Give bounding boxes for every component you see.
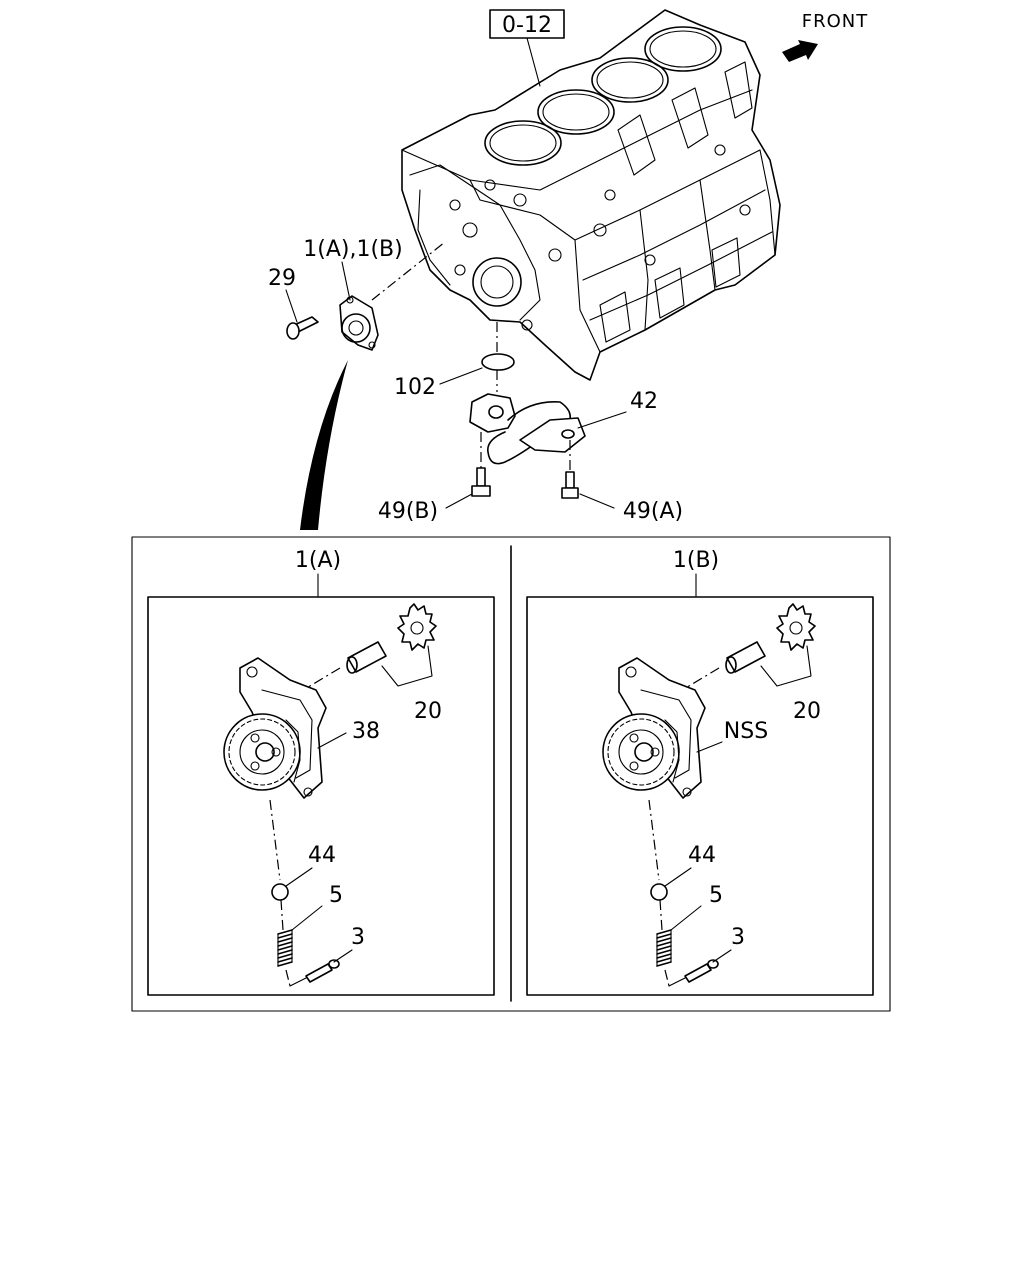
leader-49a (579, 493, 615, 509)
panel-a-drive-gear[interactable] (397, 603, 437, 651)
panel-b-leader-spring (670, 905, 702, 931)
reference-box[interactable]: 0-12 (489, 9, 565, 39)
leader-assembly (341, 261, 351, 301)
panel-b-valve-centerline-3 (664, 969, 670, 987)
label-assembly-ref: 1(A),1(B) (303, 237, 402, 262)
label-49b: 49(B) (378, 499, 438, 524)
panel-a-valve-centerline (269, 799, 281, 881)
panel-a-label-pin: 3 (351, 925, 365, 950)
panel-b-spring[interactable] (656, 929, 672, 967)
panel-b-pin[interactable] (684, 959, 719, 983)
bolt-49a[interactable] (561, 471, 579, 499)
leader-29 (285, 289, 298, 323)
panel-a-leader-spring (291, 905, 323, 931)
bolt-29[interactable] (286, 316, 319, 340)
label-29: 29 (268, 266, 296, 291)
label-42: 42 (630, 389, 658, 414)
panel-b-drive-gear[interactable] (776, 603, 816, 651)
bolt-49b[interactable] (471, 467, 491, 497)
panel-a-title: 1(A) (295, 548, 341, 573)
panel-a-pin[interactable] (305, 959, 340, 983)
leader-49b (445, 493, 473, 509)
front-arrow-icon (782, 40, 818, 62)
oil-strainer-42[interactable] (469, 393, 586, 465)
panel-b-leader-pin (712, 949, 732, 963)
panel-a: 1(A) 20 (147, 548, 495, 996)
panel-a-shaft[interactable] (346, 641, 387, 674)
panel-b-leader-ball (664, 867, 692, 887)
panel-b-leader-body (696, 741, 723, 753)
panel-a-leader-pin (333, 949, 353, 963)
panel-a-pin-link (289, 977, 307, 987)
panel-b-label-pin: 3 (731, 925, 745, 950)
panel-b-title: 1(B) (673, 548, 719, 573)
reference-box-label: 0-12 (502, 13, 552, 38)
oil-pump-assembly[interactable] (339, 295, 379, 351)
panel-a-shaft-centerline (299, 667, 341, 693)
panel-a-label-ball: 44 (308, 843, 336, 868)
detail-frame (131, 536, 891, 1012)
panel-b-leader-shaft (760, 645, 812, 687)
leader-102 (439, 367, 483, 385)
panel-a-pump-gear[interactable] (223, 713, 301, 791)
panel-b-label-ball: 44 (688, 843, 716, 868)
panel-b-label-spring: 5 (709, 883, 723, 908)
panel-b-label-body: NSS (724, 719, 768, 744)
panel-b-pump-gear[interactable] (602, 713, 680, 791)
engine-block (401, 9, 781, 381)
panel-b-pin-link (668, 977, 686, 987)
panel-a-leader-ball (285, 867, 313, 887)
panel-b-valve-centerline-2 (659, 899, 663, 931)
panel-b-shaft[interactable] (725, 641, 766, 674)
panel-a-label-shaft: 20 (414, 699, 442, 724)
detail-callout-wedge (300, 360, 348, 530)
panel-b-box (526, 596, 874, 996)
panel-a-valve-centerline-2 (280, 899, 284, 931)
panel-a-label-body: 38 (352, 719, 380, 744)
label-102: 102 (394, 375, 436, 400)
leader-42 (577, 411, 627, 429)
label-49a: 49(A) (623, 499, 683, 524)
oring-102[interactable] (481, 353, 515, 371)
reference-leader (526, 37, 541, 87)
panel-a-ball[interactable] (271, 883, 289, 901)
panel-a-leader-shaft (381, 645, 433, 687)
panel-a-spring[interactable] (277, 929, 293, 967)
panel-b: 1(B) 20 (526, 548, 874, 996)
panel-a-label-spring: 5 (329, 883, 343, 908)
mount-centerline (371, 241, 446, 301)
panel-b-ball[interactable] (650, 883, 668, 901)
panel-a-leader-body (317, 732, 347, 749)
panel-a-valve-centerline-3 (285, 969, 291, 987)
front-label: FRONT (802, 11, 869, 32)
panel-b-shaft-centerline (678, 667, 720, 693)
panel-a-box (147, 596, 495, 996)
panel-b-label-shaft: 20 (793, 699, 821, 724)
panel-b-valve-centerline (648, 799, 660, 881)
